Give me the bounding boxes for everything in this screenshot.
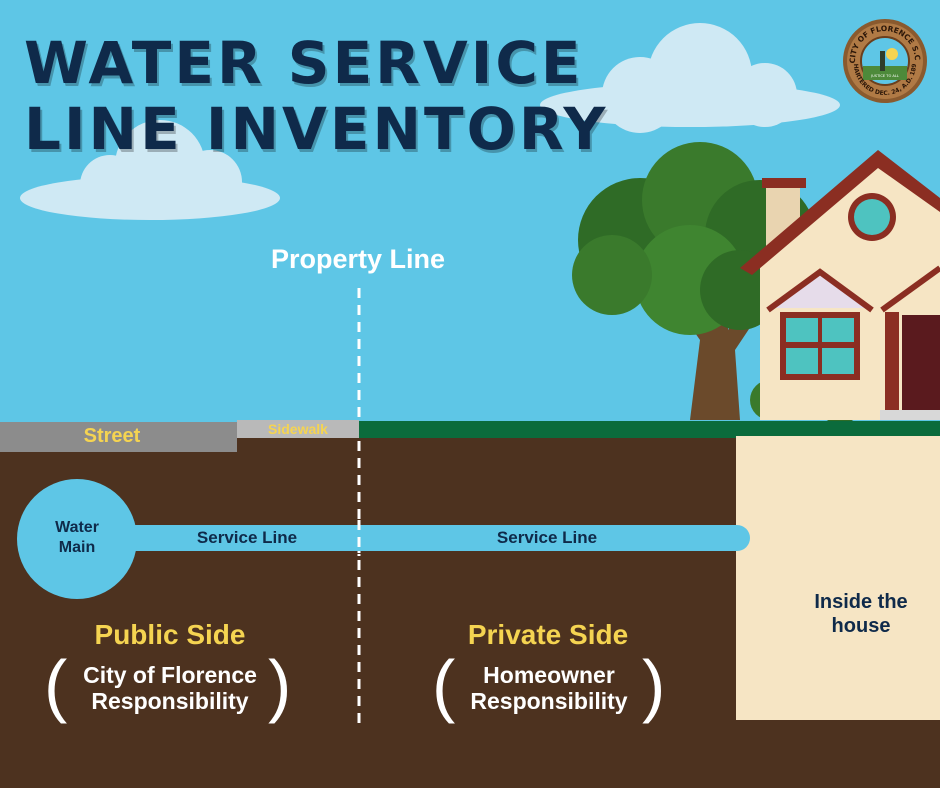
public-close-paren: ) [268,646,292,724]
service-line-label-private: Service Line [496,528,598,547]
cloud-icon [540,23,840,133]
private-close-paren: ) [642,646,666,724]
house-icon [740,150,940,420]
sidewalk-label: Sidewalk [268,421,328,437]
title-line-2: LINE INVENTORY [24,95,609,163]
inside-house-area [736,436,940,720]
service-line-pipe [70,525,750,551]
grass [359,421,940,438]
public-side-title: Public Side [94,619,246,650]
property-line-label: Property Line [270,244,446,274]
private-responsibility-line-2: Responsibility [470,688,628,714]
water-main-label: Water Main [17,518,137,558]
public-responsibility-line-1: City of Florence [83,662,257,688]
private-open-paren: ( [432,646,456,724]
water-main [17,479,137,599]
private-responsibility-line-1: Homeowner [483,662,615,688]
page-title: WATER SERVICE LINE INVENTORY [24,30,608,162]
seal-motto: JUSTICE TO ALL [870,74,899,78]
street-label: Street [83,425,141,447]
public-open-paren: ( [44,646,68,724]
inside-house-label-line-1: Inside the [814,591,908,613]
public-responsibility: City of Florence Responsibility [70,662,270,714]
inside-house-label-line-2: house [831,615,891,637]
private-responsibility: Homeowner Responsibility [459,662,639,714]
sidewalk [237,420,359,438]
private-side-title: Private Side [467,619,629,650]
service-line-label-public: Service Line [196,528,298,547]
public-responsibility-line-2: Responsibility [91,688,249,714]
inside-house-label: Inside the house [766,590,940,638]
street [0,422,237,452]
cloud-icon [20,120,280,220]
water-main-label-line-1: Water [55,519,99,536]
title-line-1: WATER SERVICE [24,29,584,97]
tree-icon [572,142,864,424]
water-main-label-line-2: Main [58,539,96,556]
